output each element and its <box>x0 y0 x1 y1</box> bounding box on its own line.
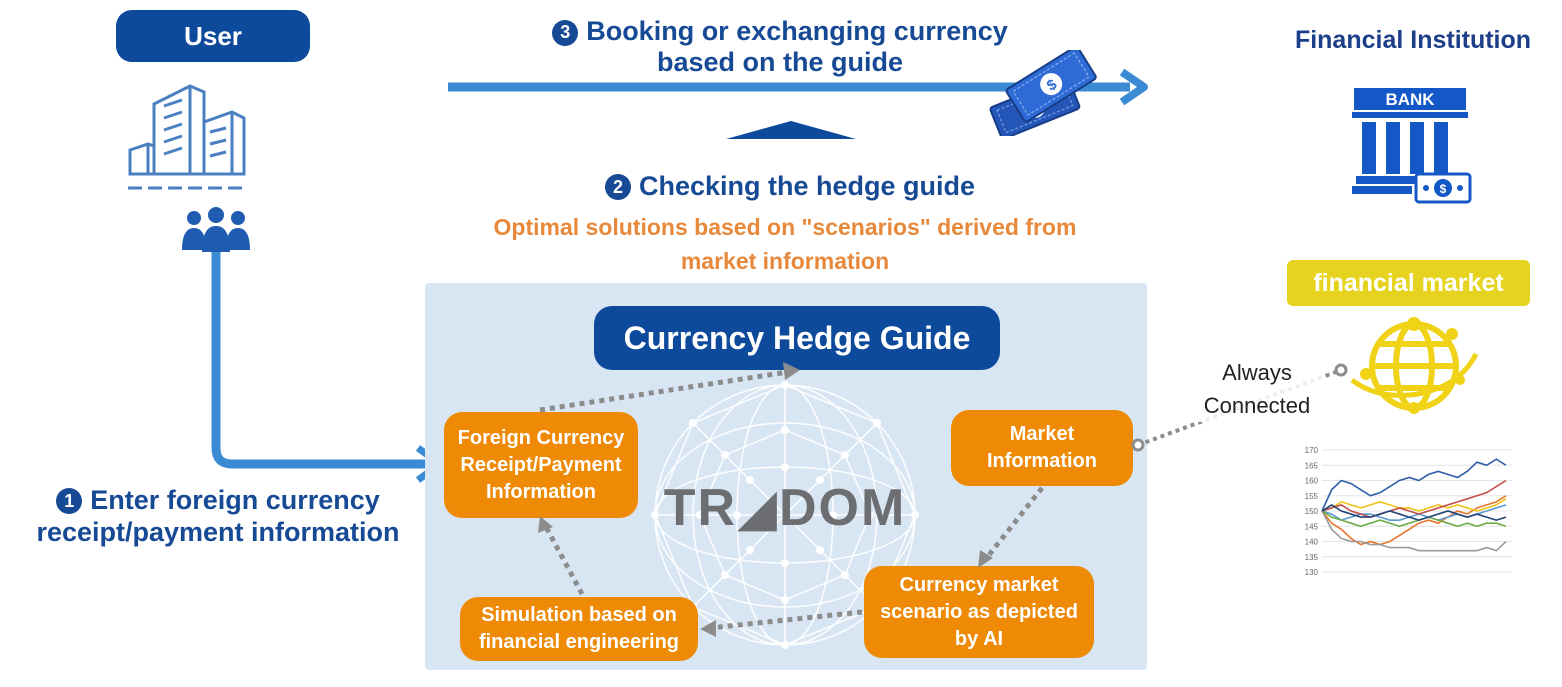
scenario-box-line1: Currency market <box>899 573 1059 596</box>
svg-text:$: $ <box>1440 182 1447 196</box>
chart-series-line-2 <box>1321 495 1507 546</box>
market-box-line1: Market <box>1009 423 1075 445</box>
simulation-box: Simulation based on financial engineerin… <box>460 597 698 661</box>
step3-line1: Booking or exchanging currency <box>586 16 1008 46</box>
chart-series-line-4 <box>1321 498 1507 512</box>
step1-text: 1 Enter foreign currency receipt/payment … <box>8 484 428 548</box>
globe-icon <box>1350 317 1479 414</box>
step3-number: 3 <box>552 19 579 46</box>
ai-scenario-box: Currency market scenario as depicted by … <box>864 566 1094 658</box>
step2-subtitle-line2: market information <box>680 248 890 274</box>
tradom-logo: TR◢DOM <box>663 479 907 537</box>
user-label: User <box>116 10 310 62</box>
chart-y-tick-label: 170 <box>1305 446 1319 455</box>
always-connected-line2: Connected <box>1203 393 1311 418</box>
hedge-guide-title: Currency Hedge Guide <box>594 306 1000 370</box>
always-connected-label: Always Connected <box>1190 356 1324 422</box>
banknotes-icon: $ $ <box>989 50 1097 136</box>
market-box-line2: Information <box>987 450 1097 472</box>
market-line-chart: 170 165 160 155 150 145 140 135 130 <box>1296 442 1518 580</box>
chart-y-tick-label: 155 <box>1305 492 1319 501</box>
simulation-box-line1: Simulation based on <box>481 604 677 626</box>
financial-market-label: financial market <box>1287 260 1530 306</box>
office-building-icon <box>128 84 246 190</box>
foreign-box-line2: Receipt/Payment <box>460 453 622 476</box>
simulation-box-line2: financial engineering <box>478 631 680 653</box>
chart-series-line-6 <box>1321 510 1507 528</box>
chart-y-tick-label: 140 <box>1305 538 1319 547</box>
chart-y-tick-label: 160 <box>1305 477 1319 486</box>
foreign-box-line1: Foreign Currency <box>457 426 625 449</box>
chart-series-line-1 <box>1321 458 1507 512</box>
chart-series-line-8 <box>1321 503 1507 521</box>
foreign-box-line3: Information <box>485 480 596 503</box>
step2-title-text: Checking the hedge guide <box>638 171 976 201</box>
scenario-box-line2: scenario as depicted <box>880 600 1078 623</box>
step3-line2: based on the guide <box>656 47 904 77</box>
foreign-currency-info-box: Foreign Currency Receipt/Payment Informa… <box>444 412 638 518</box>
users-group-icon <box>182 207 250 252</box>
network-sphere-graphic <box>651 381 919 649</box>
step2-subtitle-line1: Optimal solutions based on "scenarios" d… <box>493 214 1077 240</box>
financial-institution-title: Financial Institution <box>1294 26 1532 54</box>
step3-text: 3 Booking or exchanging currency based on… <box>500 16 1060 78</box>
bank-sign-text: BANK <box>1385 90 1435 109</box>
bank-icon: BANK $ <box>1352 88 1472 204</box>
step1-line2: receipt/payment information <box>36 517 400 547</box>
chart-y-tick-label: 130 <box>1305 568 1319 577</box>
chart-y-tick-label: 135 <box>1305 553 1319 562</box>
step2-title: 2 Checking the hedge guide <box>520 170 1060 202</box>
step1-number: 1 <box>56 488 83 514</box>
chart-series-line-7 <box>1321 479 1507 518</box>
step1-line1: Enter foreign currency <box>90 485 380 515</box>
chart-series-line-3 <box>1321 510 1507 552</box>
scenario-box-line3: by AI <box>954 627 1004 650</box>
market-information-box: Market Information <box>951 410 1133 486</box>
chart-y-tick-label: 150 <box>1305 507 1319 516</box>
chart-y-tick-label: 165 <box>1305 461 1319 470</box>
up-triangle <box>726 121 856 139</box>
always-connected-line1: Always <box>1222 360 1292 385</box>
step2-subtitle: Optimal solutions based on "scenarios" d… <box>440 210 1130 278</box>
chart-y-tick-label: 145 <box>1305 522 1319 531</box>
step2-number: 2 <box>604 174 631 200</box>
